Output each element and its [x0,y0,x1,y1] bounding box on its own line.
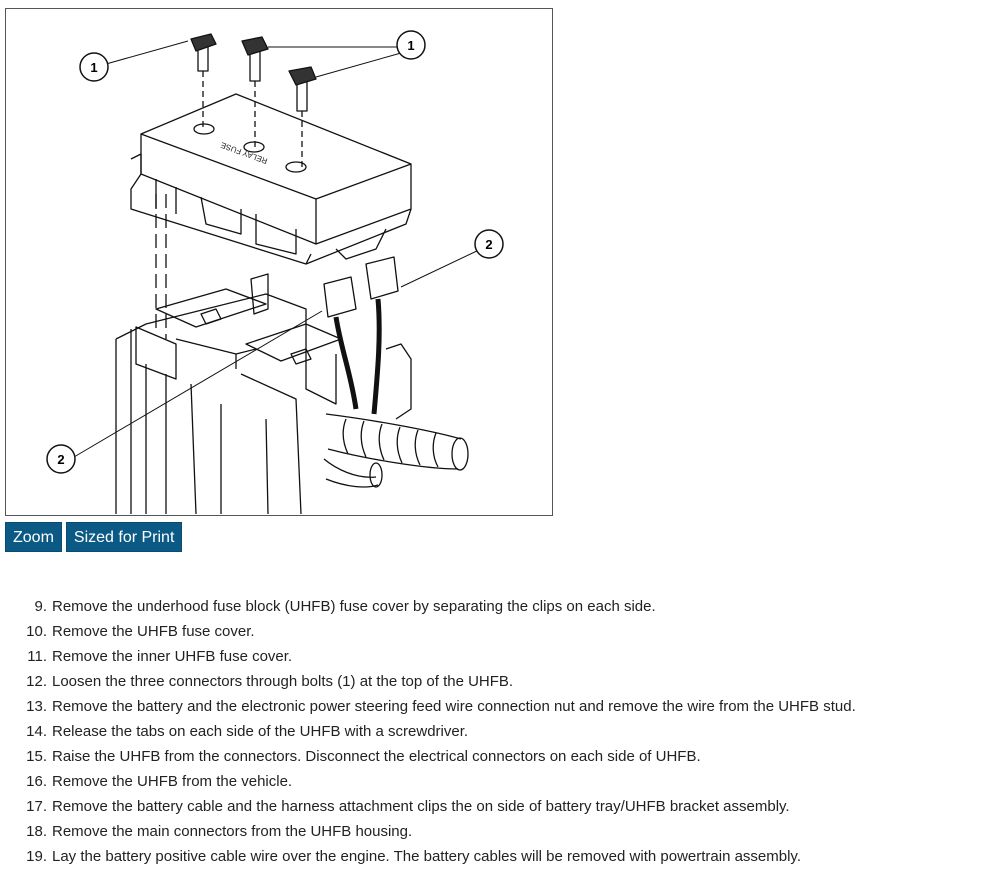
step-number: 18. [26,823,47,840]
step-item: 18. Remove the main connectors from the U… [0,821,988,846]
callout-markers: 1 1 2 2 [46,30,504,474]
callout-2-right: 2 [474,229,504,259]
step-item: 16. Remove the UHFB from the vehicle. [0,771,988,796]
step-number: 9. [34,598,47,615]
step-text: Remove the inner UHFB fuse cover. [52,648,293,665]
uhfb-exploded-diagram: 1 1 2 2 RELAY FUSE [46,30,504,515]
step-number: 16. [26,773,47,790]
diagram-figure: 1 1 2 2 RELAY FUSE [5,8,553,516]
fuse-block-body [130,93,412,265]
step-number: 13. [26,698,47,715]
step-text: Remove the battery and the electronic po… [52,698,856,715]
step-text: Remove the main connectors from the UHFB… [52,823,413,840]
step-text: Remove the UHFB fuse cover. [52,623,255,640]
callout-1-left-label: 1 [90,60,97,75]
step-number: 19. [26,848,47,865]
step-number: 12. [26,673,47,690]
battery-tray-bracket [115,273,412,515]
step-item: 13. Remove the battery and the electronic… [0,696,988,721]
step-item: 17. Remove the battery cable and the harn… [0,796,988,821]
figure-actions: Zoom Sized for Print [5,522,183,552]
step-item: 14. Release the tabs on each side of the … [0,721,988,746]
procedure-steps: 9. Remove the underhood fuse block (UHFB)… [0,596,988,871]
step-item: 9. Remove the underhood fuse block (UHFB)… [0,596,988,621]
step-item: 15. Raise the UHFB from the connectors. D… [0,746,988,771]
electrical-connectors [155,194,399,415]
callout-2-left-label: 2 [57,452,64,467]
wire-harness-conduit [323,413,469,488]
step-item: 11. Remove the inner UHFB fuse cover. [0,646,988,671]
step-text: Loosen the three connectors through bolt… [52,673,514,690]
step-number: 10. [26,623,47,640]
step-item: 10. Remove the UHFB fuse cover. [0,621,988,646]
zoom-button[interactable]: Zoom [5,522,62,552]
callout-1-left: 1 [79,52,109,82]
step-text: Raise the UHFB from the connectors. Disc… [52,748,701,765]
sized-for-print-button[interactable]: Sized for Print [65,522,183,552]
step-number: 11. [27,648,47,665]
step-text: Remove the battery cable and the harness… [52,798,790,815]
callout-2-right-label: 2 [485,237,492,252]
step-number: 15. [26,748,47,765]
step-item: 12. Loosen the three connectors through b… [0,671,988,696]
callout-1-right-label: 1 [407,38,414,53]
step-number: 17. [26,798,47,815]
step-text: Release the tabs on each side of the UHF… [52,723,469,740]
callout-1-right: 1 [396,30,426,60]
step-number: 14. [26,723,47,740]
step-item: 19. Lay the battery positive cable wire o… [0,846,988,871]
step-text: Remove the UHFB from the vehicle. [52,773,293,790]
bolts [190,33,317,167]
step-text: Remove the underhood fuse block (UHFB) f… [52,598,656,615]
callout-2-left: 2 [46,444,76,474]
step-text: Lay the battery positive cable wire over… [52,848,801,865]
